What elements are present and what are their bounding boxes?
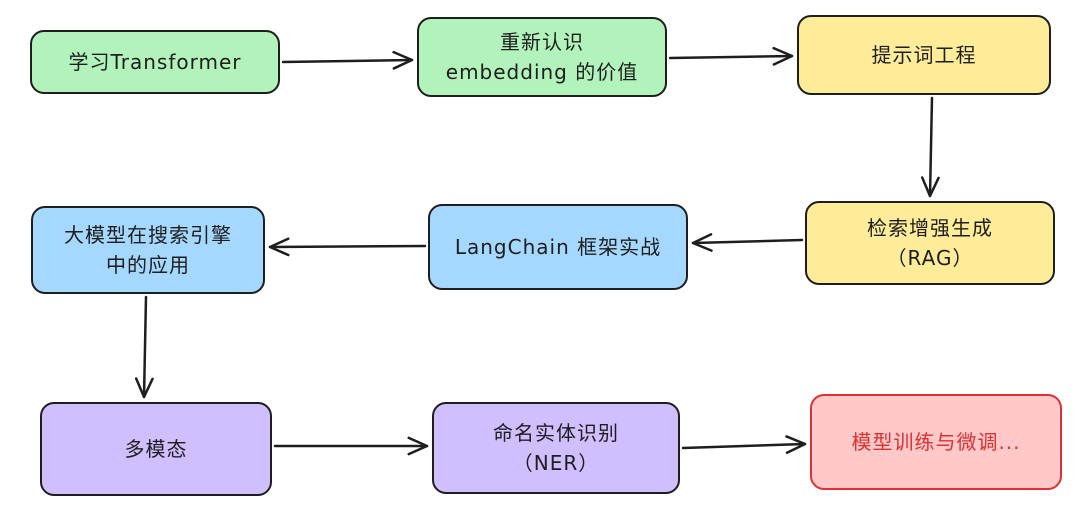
node-finetune-label: 模型训练与微调... xyxy=(851,430,1021,454)
node-embedding-value-label: 重新认识 embedding 的价值 xyxy=(445,30,639,84)
arrow-prompt-to-rag xyxy=(920,96,940,198)
arrow-multimodal-to-ner xyxy=(273,436,429,456)
arrow-langchain-to-search xyxy=(268,237,427,257)
node-multimodal-label: 多模态 xyxy=(124,437,188,461)
node-finetune[interactable]: 模型训练与微调... xyxy=(810,394,1062,490)
arrow-rag-to-langchain xyxy=(691,233,804,252)
arrow-transformer-to-embedding xyxy=(281,50,414,70)
node-langchain-label: LangChain 框架实战 xyxy=(454,235,662,259)
node-prompt-engineering-label: 提示词工程 xyxy=(871,43,977,67)
node-embedding-value[interactable]: 重新认识 embedding 的价值 xyxy=(417,17,667,97)
node-multimodal[interactable]: 多模态 xyxy=(40,402,272,496)
arrow-embedding-to-prompt xyxy=(668,46,794,66)
arrow-ner-to-finetune xyxy=(681,435,807,454)
arrow-search-to-multimodal xyxy=(134,295,154,399)
node-learn-transformer-label: 学习Transformer xyxy=(68,50,242,74)
node-ner-label: 命名实体识别 （NER） xyxy=(493,421,619,475)
node-search-engine[interactable]: 大模型在搜索引擎 中的应用 xyxy=(31,206,265,294)
node-rag-label: 检索增强生成 （RAG） xyxy=(867,216,993,270)
node-rag[interactable]: 检索增强生成 （RAG） xyxy=(805,201,1055,285)
node-search-engine-label: 大模型在搜索引擎 中的应用 xyxy=(64,223,232,277)
node-ner[interactable]: 命名实体识别 （NER） xyxy=(432,402,680,494)
node-prompt-engineering[interactable]: 提示词工程 xyxy=(797,15,1051,95)
node-langchain[interactable]: LangChain 框架实战 xyxy=(428,204,688,290)
node-learn-transformer[interactable]: 学习Transformer xyxy=(30,30,280,94)
